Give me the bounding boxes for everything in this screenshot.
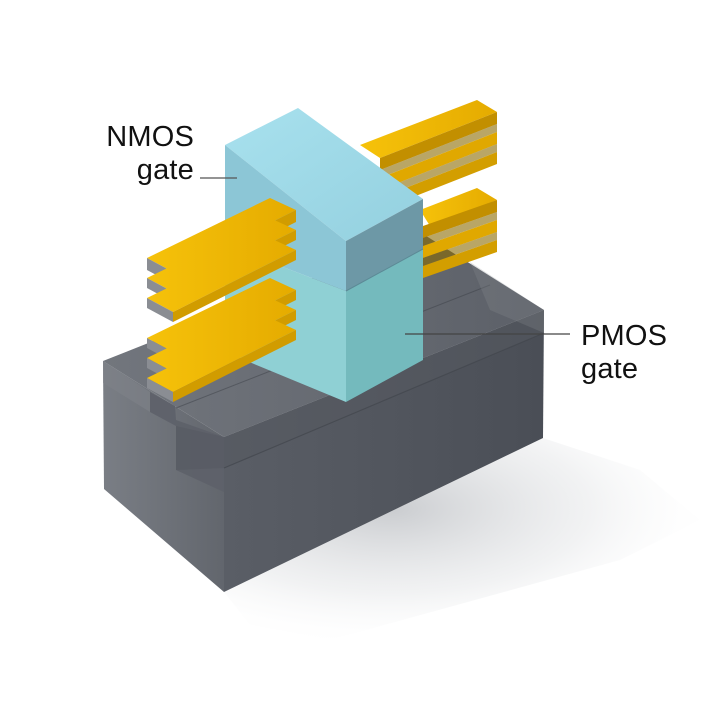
nanosheet-stack-drain	[360, 100, 497, 278]
pmos-label-line1: PMOS	[581, 320, 668, 352]
nanosheet-stack-source	[147, 198, 296, 402]
nmos-label-line1: NMOS	[106, 121, 194, 153]
nmos-label-line2: gate	[136, 154, 194, 186]
pmos-label-line2: gate	[581, 353, 639, 385]
pmos-gate-label: PMOS gate	[581, 320, 667, 386]
nmos-gate-label: NMOS gate	[92, 121, 194, 187]
floor-shadow	[224, 438, 700, 640]
pmos-gate-block	[225, 245, 423, 402]
